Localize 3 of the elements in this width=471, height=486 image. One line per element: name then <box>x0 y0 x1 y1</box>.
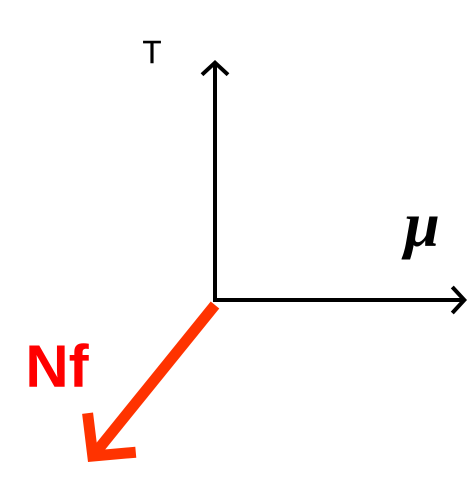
axis-label: T <box>143 40 161 64</box>
axis-label: μ <box>402 216 438 260</box>
axis-label: Nf <box>29 343 89 387</box>
